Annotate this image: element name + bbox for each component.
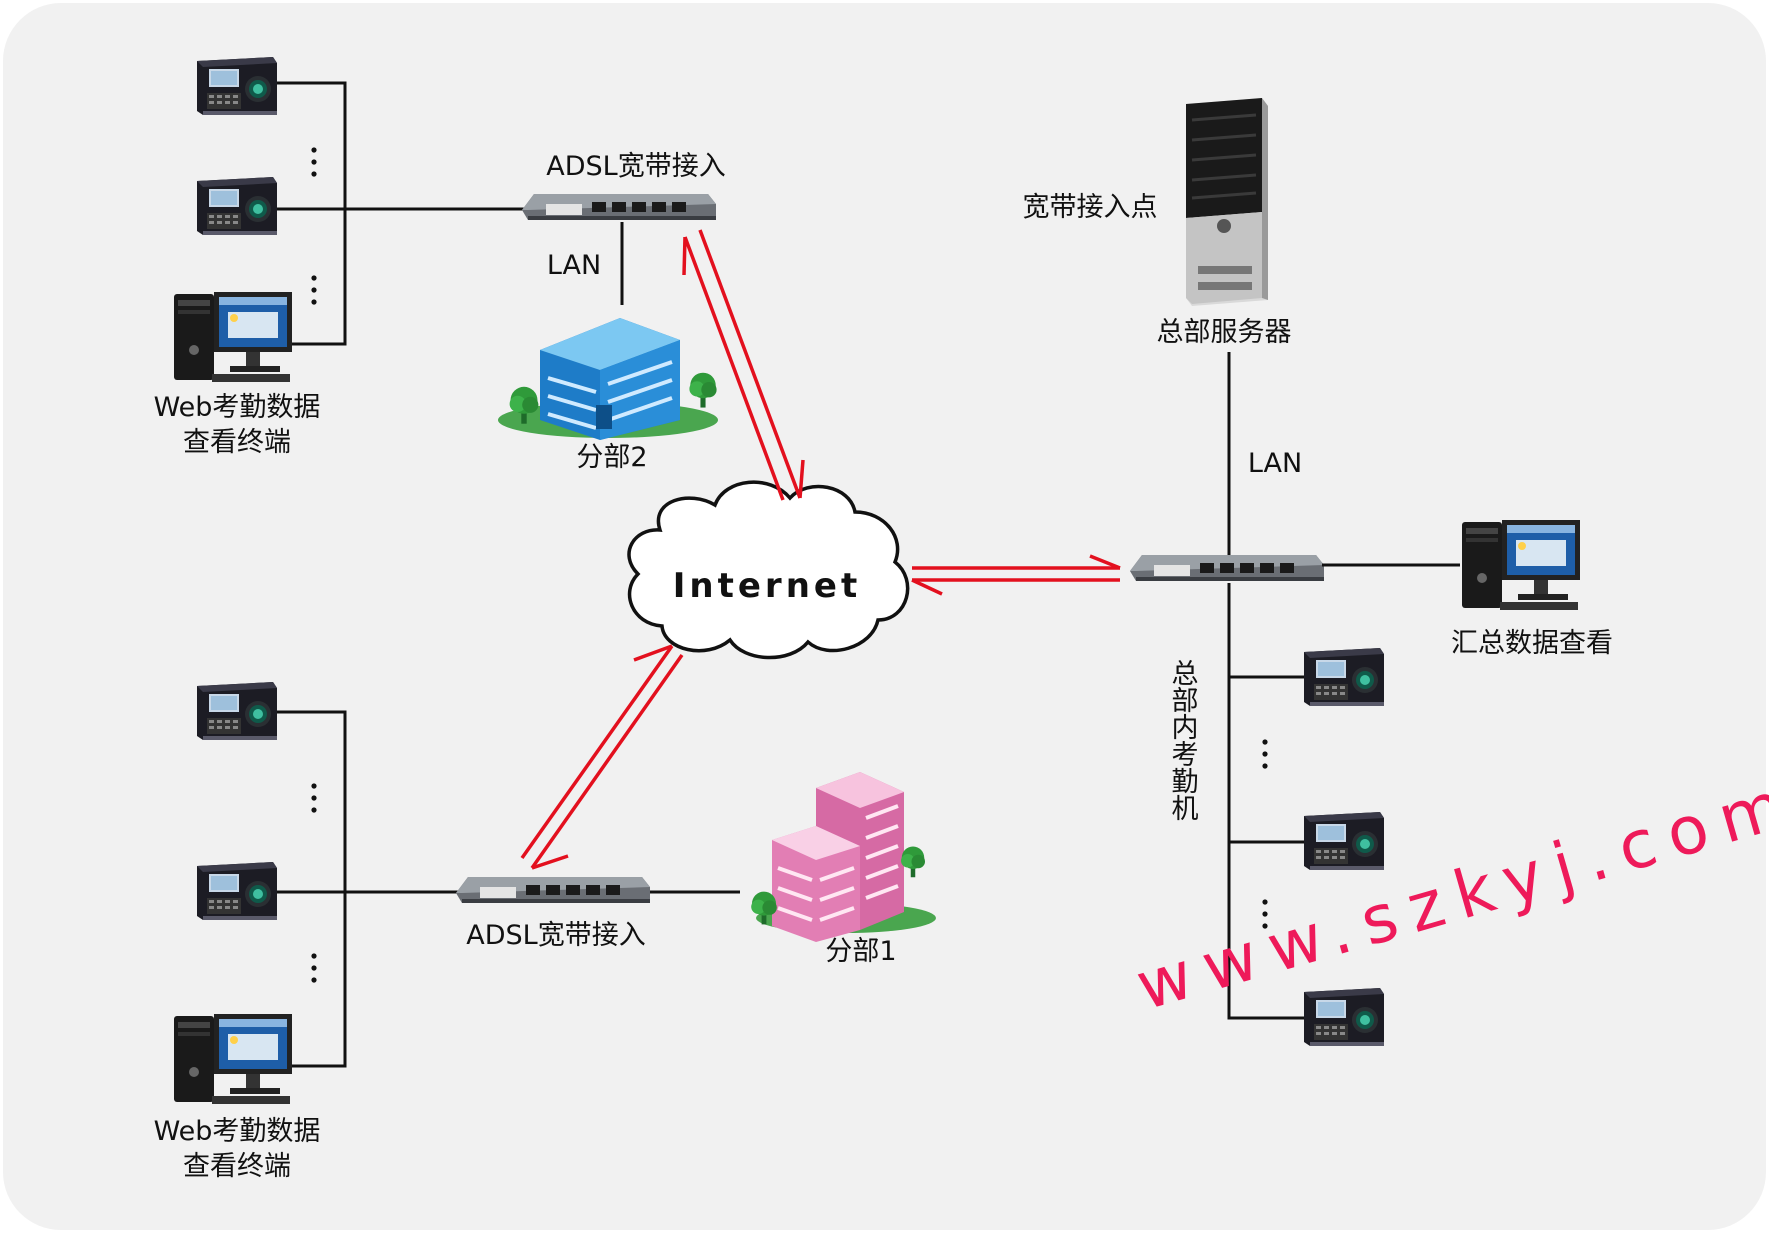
- branch2-attendance-device-1: [197, 57, 277, 115]
- branch2-group: Web考勤数据 查看终端 ADSL宽带接入 LAN 分部2: [154, 57, 726, 473]
- branch1-attendance-device-2: [197, 862, 277, 920]
- branch1-web-terminal-pc: [174, 1014, 292, 1104]
- branch1-terminal-label-line2: 查看终端: [183, 1151, 291, 1182]
- branch2-adsl-switch: [522, 194, 716, 220]
- hq-server-icon: [1186, 98, 1268, 306]
- hq-attendance-device-1: [1304, 648, 1384, 706]
- internet-label: Internet: [673, 566, 861, 606]
- arrow-branch2-down: [698, 229, 802, 499]
- branch1-adsl-label: ADSL宽带接入: [466, 920, 645, 951]
- branch2-terminal-label-line1: Web考勤数据: [154, 392, 321, 423]
- branch2-adsl-label: ADSL宽带接入: [546, 151, 725, 182]
- branch2-building-label: 分部2: [576, 442, 647, 473]
- branch2-bus-line: [250, 81, 347, 346]
- branch1-ellipsis-2: [311, 953, 317, 983]
- hq-server-label: 总部服务器: [1157, 317, 1292, 348]
- internet-cloud: Internet: [627, 480, 910, 660]
- arrows: [520, 229, 1121, 870]
- hq-access-point-label: 宽带接入点: [1023, 192, 1158, 223]
- branch2-building-icon: [498, 318, 718, 440]
- arrow-branch1-down: [530, 653, 684, 870]
- hq-summary-pc: [1462, 520, 1580, 610]
- branch1-adsl-switch: [456, 877, 650, 903]
- branch1-terminal-label-line1: Web考勤数据: [154, 1116, 321, 1147]
- branch1-attendance-device-1: [197, 682, 277, 740]
- branch2-attendance-device-2: [197, 177, 277, 235]
- hq-switch: [1130, 555, 1324, 581]
- hq-device-bus-line: [1227, 583, 1304, 1020]
- branch1-building-icon: [751, 772, 936, 942]
- hq-ellipsis-2: [1262, 899, 1268, 929]
- branch1-building-label: 分部1: [825, 936, 896, 967]
- hq-group: 宽带接入点 总部服务器 LAN 汇总数据查看 总部内考勤机: [1023, 98, 1613, 1046]
- hq-attendance-label: 总部内考勤机: [1167, 659, 1199, 821]
- hq-lan-label: LAN: [1248, 448, 1302, 479]
- branch2-ellipsis-2: [311, 275, 317, 305]
- hq-summary-label: 汇总数据查看: [1451, 628, 1613, 659]
- arrow-branch1-up: [520, 644, 674, 860]
- branch2-ellipsis-1: [311, 147, 317, 177]
- hq-attendance-device-2: [1304, 812, 1384, 870]
- branch2-lan-label: LAN: [547, 250, 601, 281]
- branch1-group: Web考勤数据 查看终端 ADSL宽带接入 分部1: [154, 682, 936, 1182]
- arrow-branch2-up: [683, 236, 785, 501]
- hq-ellipsis-1: [1262, 739, 1268, 769]
- hq-attendance-device-3: [1304, 988, 1384, 1046]
- branch1-ellipsis-1: [311, 783, 317, 813]
- branch2-terminal-label-line2: 查看终端: [183, 427, 291, 458]
- branch1-bus-line: [250, 710, 347, 1068]
- branch2-web-terminal-pc: [174, 292, 292, 382]
